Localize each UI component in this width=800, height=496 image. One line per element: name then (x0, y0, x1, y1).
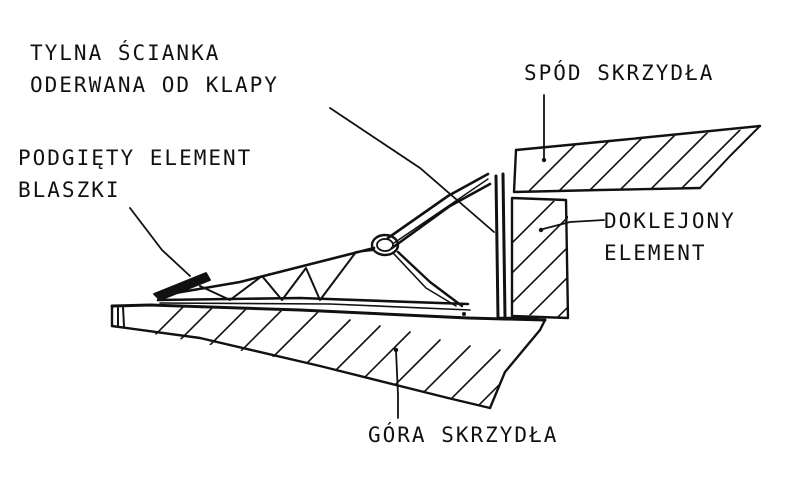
label-tylna-line2: ODERWANA OD KLAPY (30, 73, 279, 97)
label-spod: SPÓD SKRZYDŁA (524, 60, 714, 85)
upper-wing-skin (110, 303, 547, 410)
flap-rear-wall (494, 172, 540, 320)
label-podgiety-line1: PODGIĘTY ELEMENT (18, 146, 252, 170)
leader-gora (395, 349, 399, 419)
leader-doklejony (542, 219, 605, 230)
marker-dots (393, 157, 547, 353)
upper-wing-hatching (129, 306, 545, 408)
bent-sheet-element (153, 272, 211, 301)
label-podgiety-line2: BLASZKI (18, 178, 121, 202)
annotation-labels: TYLNA ŚCIANKA ODERWANA OD KLAPY PODGIĘTY… (18, 40, 736, 447)
leader-podgiety (129, 207, 191, 277)
leader-lines (129, 94, 605, 419)
leader-tylna (329, 107, 495, 233)
lower-wing-skin (512, 124, 762, 194)
label-doklejony-line1: DOKLEJONY (604, 209, 736, 233)
bonded-element (510, 196, 570, 320)
label-gora: GÓRA SKRZYDŁA (368, 422, 558, 447)
label-doklejony-line2: ELEMENT (604, 241, 707, 265)
label-tylna-line1: TYLNA ŚCIANKA (30, 40, 220, 65)
detached-rear-wall (386, 172, 492, 250)
hinge (370, 233, 400, 257)
rib-truss (156, 246, 471, 311)
